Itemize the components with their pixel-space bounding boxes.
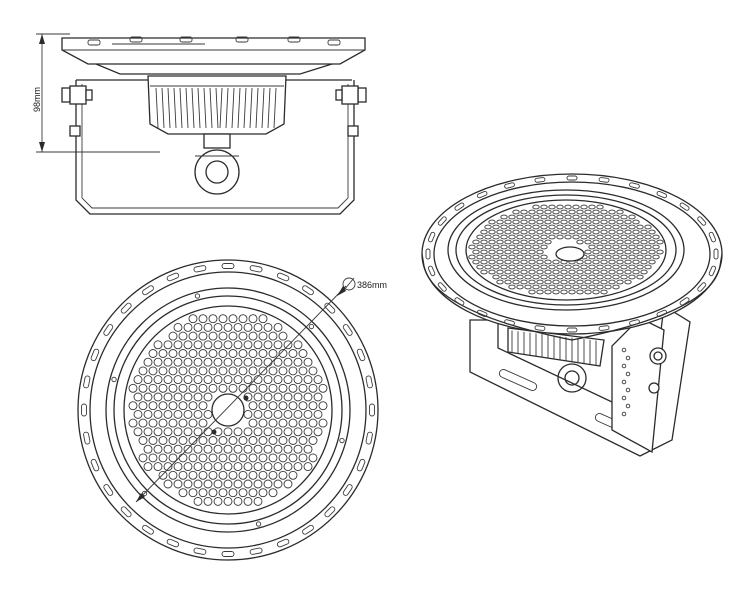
flange-ring <box>61 37 366 65</box>
panel-screws <box>111 293 345 527</box>
outer-rim <box>77 259 379 561</box>
isometric-view <box>421 173 723 457</box>
hanging-ring <box>194 149 240 195</box>
led-array <box>128 314 328 506</box>
led-panel <box>123 305 333 515</box>
iso-led-array <box>468 204 664 295</box>
center-hub <box>211 393 245 427</box>
left-bolt-icon <box>61 85 93 137</box>
diameter-dimension-label: 386mm <box>357 280 387 290</box>
iso-knob-icon <box>649 347 667 365</box>
height-dimension: 98mm <box>32 33 160 153</box>
right-bolt-icon <box>335 85 367 137</box>
diameter-dimension: 386mm <box>135 277 387 503</box>
side-view: 98mm <box>32 33 367 215</box>
flange-slots <box>87 36 341 46</box>
front-view: 386mm <box>77 259 387 561</box>
height-dimension-label: 98mm <box>32 87 42 112</box>
rim-slots <box>81 263 375 557</box>
